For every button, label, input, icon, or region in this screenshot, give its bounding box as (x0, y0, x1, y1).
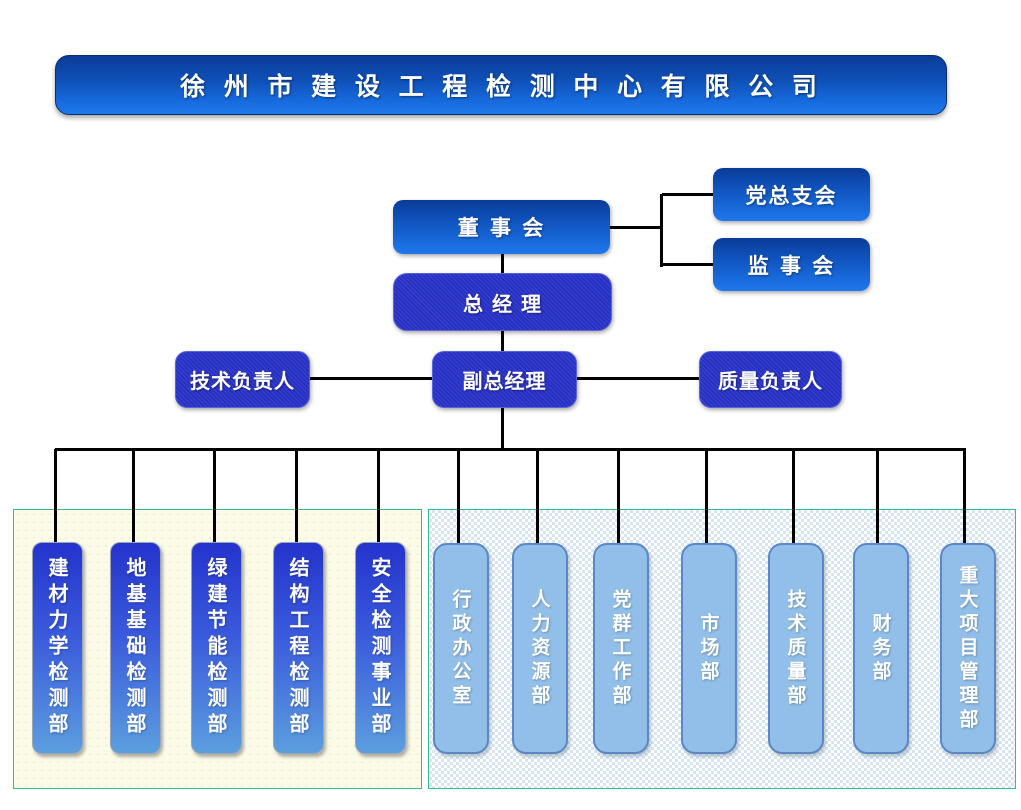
drop-line-8 (617, 449, 620, 544)
materials-mechanics-testing-dept: 建材力学检测部 (32, 542, 83, 754)
deputy-general-manager-label: 副总经理 (462, 369, 547, 393)
materials-mechanics-testing-dept-label: 建材力学检测部 (45, 557, 69, 739)
quality-director-node: 质量负责人 (699, 351, 842, 408)
connector-to-party-branch (662, 193, 713, 196)
general-manager-node: 总 经 理 (393, 273, 612, 331)
safety-testing-division-label: 安全检测事业部 (368, 557, 392, 739)
technical-director-label: 技术负责人 (190, 369, 295, 393)
drop-line-6 (457, 449, 460, 544)
connector-gm-to-deputy (501, 329, 504, 352)
connector-branch-vertical (660, 194, 663, 267)
drop-line-2 (132, 449, 135, 543)
finance-dept: 财务部 (853, 543, 909, 754)
drop-line-7 (536, 449, 539, 544)
general-manager-label: 总 经 理 (463, 291, 542, 316)
human-resources-dept-label: 人力资源部 (528, 588, 551, 709)
structural-engineering-testing-dept: 结构工程检测部 (273, 542, 324, 754)
connector-bus (55, 448, 966, 451)
foundation-testing-dept: 地基基础检测部 (110, 542, 161, 754)
green-building-energy-testing-dept: 绿建节能检测部 (191, 542, 242, 754)
drop-line-11 (876, 449, 879, 544)
drop-line-10 (792, 449, 795, 544)
drop-line-3 (213, 449, 216, 543)
market-dept: 市场部 (681, 543, 737, 754)
connector-board-branch (610, 226, 662, 229)
drop-line-5 (377, 449, 380, 543)
party-mass-work-dept-label: 党群工作部 (609, 588, 632, 709)
administrative-office-label: 行政办公室 (449, 588, 472, 709)
major-projects-management-dept-label: 重大项目管理部 (956, 564, 979, 733)
drop-line-1 (54, 449, 57, 543)
connector-board-to-gm (501, 254, 504, 274)
connector-deputy-to-quality (575, 377, 699, 380)
drop-line-4 (295, 449, 298, 543)
company-title-banner: 徐 州 市 建 设 工 程 检 测 中 心 有 限 公 司 (55, 55, 947, 115)
human-resources-dept: 人力资源部 (512, 543, 568, 754)
administrative-office: 行政办公室 (433, 543, 489, 754)
drop-line-12 (963, 449, 966, 544)
foundation-testing-dept-label: 地基基础检测部 (123, 557, 147, 739)
deputy-general-manager-node: 副总经理 (432, 351, 577, 408)
party-mass-work-dept: 党群工作部 (593, 543, 649, 754)
quality-director-label: 质量负责人 (718, 369, 823, 393)
technical-quality-dept: 技术质量部 (768, 543, 824, 754)
connector-to-supervisory-board (662, 263, 713, 266)
technical-quality-dept-label: 技术质量部 (784, 588, 807, 709)
supervisory-board-node: 监 事 会 (713, 238, 870, 291)
finance-dept-label: 财务部 (869, 612, 892, 685)
company-title: 徐 州 市 建 设 工 程 检 测 中 心 有 限 公 司 (180, 72, 822, 101)
board-of-directors-node: 董 事 会 (393, 200, 610, 254)
technical-director-node: 技术负责人 (175, 351, 310, 408)
structural-engineering-testing-dept-label: 结构工程检测部 (286, 557, 310, 739)
supervisory-board-label: 监 事 会 (747, 253, 836, 278)
major-projects-management-dept: 重大项目管理部 (940, 543, 996, 754)
connector-deputy-to-bus (501, 406, 504, 449)
party-general-branch-node: 党总支会 (713, 168, 870, 221)
drop-line-9 (705, 449, 708, 544)
connector-tech-to-deputy (308, 377, 432, 380)
green-building-energy-testing-dept-label: 绿建节能检测部 (204, 557, 228, 739)
safety-testing-division: 安全检测事业部 (355, 542, 406, 754)
party-general-branch-label: 党总支会 (745, 183, 838, 208)
market-dept-label: 市场部 (697, 612, 720, 685)
board-of-directors-label: 董 事 会 (457, 216, 546, 240)
